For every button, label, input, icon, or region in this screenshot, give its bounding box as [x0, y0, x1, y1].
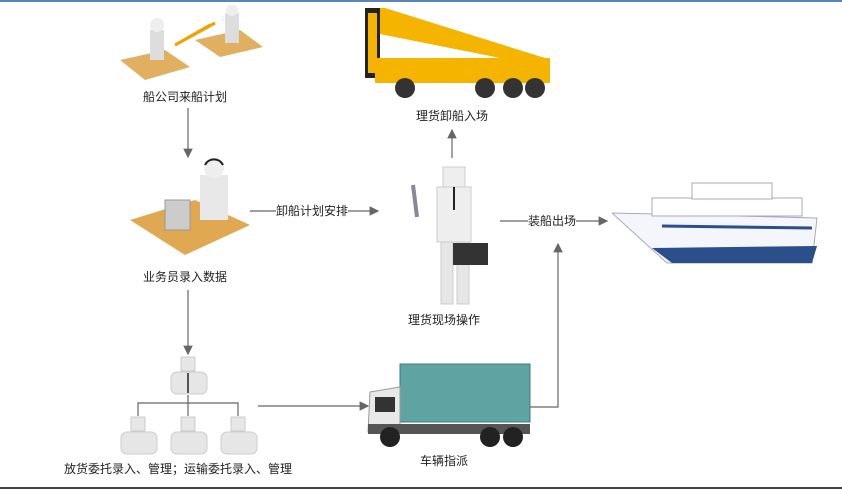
edge-label-unload-plan: 卸船计划安排: [276, 204, 349, 218]
node-unload-to-yard: 理货卸船入场: [416, 109, 489, 123]
edge-truck-to-load: [530, 242, 563, 408]
node-tally-operation: 理货现场操作: [408, 313, 481, 327]
node-clerk-entry: 业务员录入数据: [143, 270, 228, 284]
top-border: [0, 0, 842, 2]
node-delegation: 放货委托录入、管理；运输委托录入、管理: [64, 462, 293, 476]
crane-illustration: [365, 8, 550, 98]
node-vehicle-dispatch: 车辆指派: [420, 454, 469, 468]
node-ship-company-plan: 船公司来船计划: [143, 90, 228, 104]
clerk-illustration: [130, 158, 250, 255]
edge-label-load-out: 装船出场: [528, 214, 577, 228]
truck-illustration: [367, 363, 531, 447]
tally-worker-illustration: [411, 166, 488, 305]
ship-company-illustration: [120, 5, 263, 80]
people-tree-icon: [120, 356, 258, 455]
cruise-ship-illustration: [612, 182, 818, 264]
bottom-border: [0, 487, 842, 489]
